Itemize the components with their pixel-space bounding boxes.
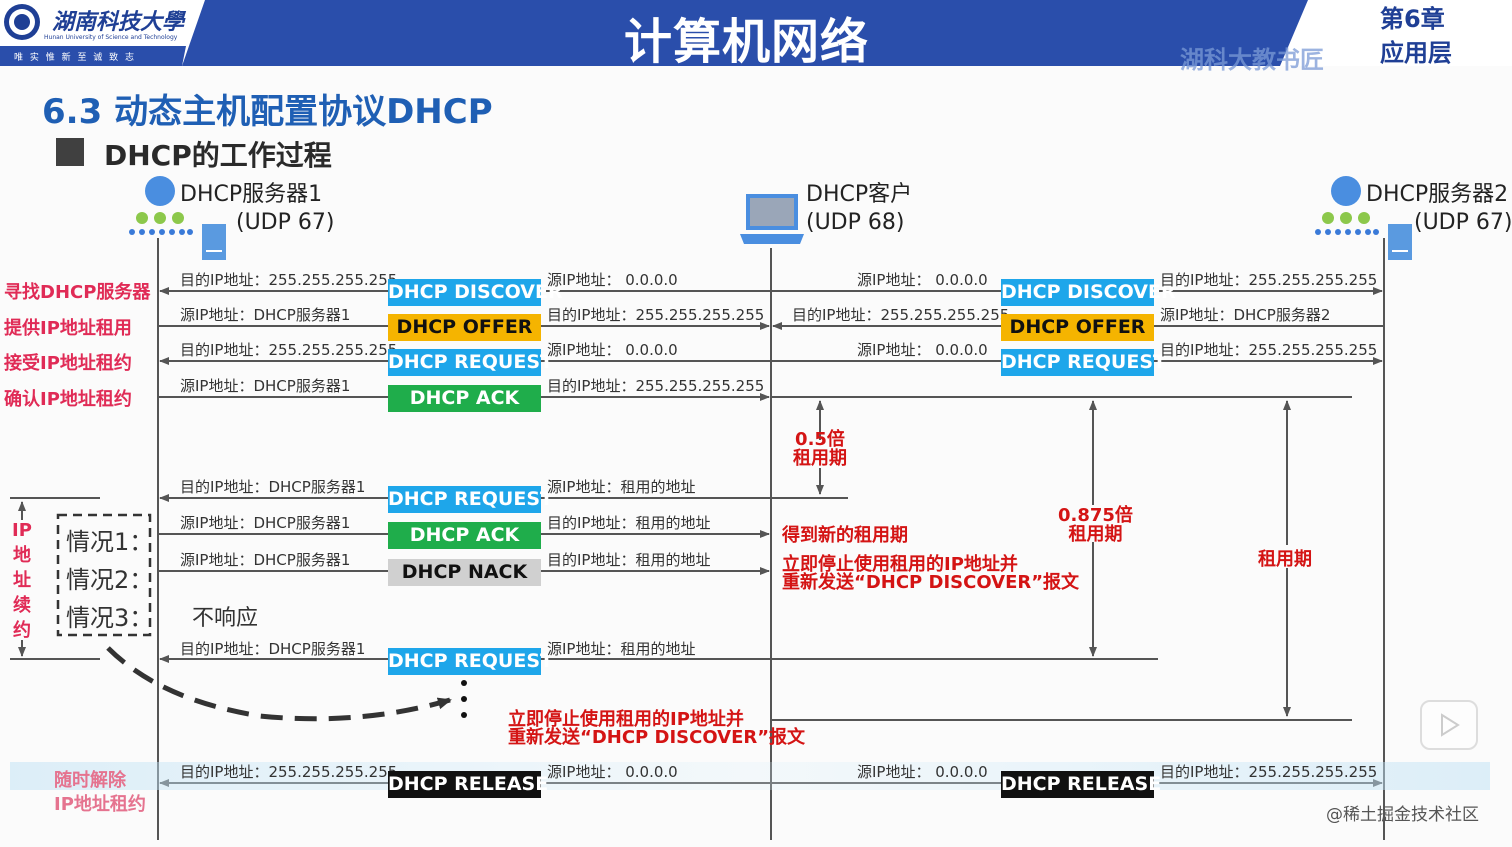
header-watermark: 湖科大教书匠 <box>1180 46 1324 74</box>
msg-offer-1: DHCP OFFER <box>388 314 541 341</box>
label-src-zero: 源IP地址： 0.0.0.0 <box>547 763 678 781</box>
server1-network-icon <box>129 176 226 260</box>
label-src-server1: 源IP地址：DHCP服务器1 <box>180 514 351 532</box>
note-new-lease: 得到新的租用期 <box>782 525 908 546</box>
msg-release-2: DHCP RELEASE <box>1001 771 1161 798</box>
server2-port: (UDP 67) <box>1414 210 1512 235</box>
label-dst-server1: 目的IP地址：DHCP服务器1 <box>180 478 366 496</box>
label-dst-broadcast: 目的IP地址：255.255.255.255 <box>180 271 398 289</box>
msg-request-retry: DHCP REQUEST <box>388 648 553 675</box>
label-dst-broadcast: 目的IP地址：255.255.255.255 <box>1160 763 1378 781</box>
ip-renewal-char: IP <box>12 520 32 541</box>
msg-renew-nack: DHCP NACK <box>388 559 541 586</box>
footer-watermark: @稀土掘金技术社区 <box>1326 805 1479 825</box>
label-dst-leased: 目的IP地址：租用的地址 <box>547 514 711 532</box>
label-dst-broadcast: 目的IP地址：255.255.255.255 <box>547 377 765 395</box>
msg-renew-ack: DHCP ACK <box>388 522 541 549</box>
label-src-server1: 源IP地址：DHCP服务器1 <box>180 377 351 395</box>
ip-renewal-label: IP 地 址 续 约 <box>9 518 35 643</box>
ip-renewal-char: 续 <box>13 595 31 616</box>
play-button[interactable] <box>1420 700 1478 750</box>
ip-renewal-char: 地 <box>13 545 31 566</box>
release-label: 随时解除 IP地址租约 <box>54 769 146 817</box>
msg-release-1: DHCP RELEASE <box>388 771 548 798</box>
release-band <box>10 762 1490 790</box>
note-stop-rediscover: 立即停止使用租用的IP地址并 重新发送“DHCP DISCOVER”报文 <box>782 554 1080 593</box>
label-src-leased: 源IP地址：租用的地址 <box>547 640 696 658</box>
note-lease: 租用期 <box>1258 549 1312 570</box>
msg-discover-1: DHCP DISCOVER <box>388 279 563 306</box>
step-offer-label: 提供IP地址租用 <box>4 318 132 339</box>
release-label-line1: 随时解除 <box>54 770 126 791</box>
note-875-lease: 0.875倍 租用期 <box>1058 505 1133 545</box>
msg-request-2: DHCP REQUEST <box>1001 349 1166 376</box>
note-half-lease: 0.5倍 租用期 <box>793 429 847 469</box>
label-src-zero: 源IP地址： 0.0.0.0 <box>547 271 678 289</box>
case1-label: 情况1： <box>66 528 154 556</box>
msg-offer-2: DHCP OFFER <box>1001 314 1154 341</box>
client-port: (UDP 68) <box>806 210 905 235</box>
step-discover-label: 寻找DHCP服务器 <box>4 282 151 303</box>
label-dst-broadcast: 目的IP地址：255.255.255.255 <box>792 306 1010 324</box>
step-request-label: 接受IP地址租约 <box>4 353 132 374</box>
msg-discover-2: DHCP DISCOVER <box>1001 279 1176 306</box>
label-src-leased: 源IP地址：租用的地址 <box>547 478 696 496</box>
university-name: 湖南科技大學 <box>52 9 185 35</box>
server1-port: (UDP 67) <box>236 210 335 235</box>
label-src-zero: 源IP地址： 0.0.0.0 <box>857 341 988 359</box>
label-dst-broadcast: 目的IP地址：255.255.255.255 <box>547 306 765 324</box>
no-response-label: 不响应 <box>192 606 259 631</box>
label-dst-broadcast: 目的IP地址：255.255.255.255 <box>180 763 398 781</box>
case2-label: 情况2： <box>66 566 154 594</box>
chapter-number: 第6章 <box>1380 5 1445 33</box>
play-icon <box>1441 713 1460 737</box>
msg-ack-1: DHCP ACK <box>388 385 541 412</box>
msg-request-1: DHCP REQUEST <box>388 349 553 376</box>
note-stop-rediscover-2: 立即停止使用租用的IP地址并 重新发送“DHCP DISCOVER”报文 <box>508 709 806 748</box>
label-dst-server1: 目的IP地址：DHCP服务器1 <box>180 640 366 658</box>
label-src-server1: 源IP地址：DHCP服务器1 <box>180 551 351 569</box>
case3-label: 情况3： <box>66 604 154 632</box>
label-src-server2: 源IP地址：DHCP服务器2 <box>1160 306 1331 324</box>
label-dst-broadcast: 目的IP地址：255.255.255.255 <box>1160 271 1378 289</box>
server1-name: DHCP服务器1 <box>180 182 323 207</box>
header-bar <box>0 0 1512 66</box>
university-motto: 唯 实 惟 新 至 诚 致 志 <box>14 53 137 63</box>
client-name: DHCP客户 <box>806 182 913 207</box>
ip-renewal-char: 约 <box>13 620 31 641</box>
label-src-zero: 源IP地址： 0.0.0.0 <box>857 763 988 781</box>
university-english-name: Hunan University of Science and Technolo… <box>44 34 178 41</box>
label-src-zero: 源IP地址： 0.0.0.0 <box>547 341 678 359</box>
server2-name: DHCP服务器2 <box>1366 182 1509 207</box>
server2-network-icon <box>1315 176 1412 260</box>
msg-renew-request: DHCP REQUEST <box>388 486 553 513</box>
course-title: 计算机网络 <box>624 14 870 70</box>
label-dst-broadcast: 目的IP地址：255.255.255.255 <box>180 341 398 359</box>
label-src-zero: 源IP地址： 0.0.0.0 <box>857 271 988 289</box>
label-dst-broadcast: 目的IP地址：255.255.255.255 <box>1160 341 1378 359</box>
client-laptop-icon <box>740 194 804 244</box>
section-subtitle: DHCP的工作过程 <box>104 139 332 172</box>
bullet-square <box>56 138 84 166</box>
label-dst-leased: 目的IP地址：租用的地址 <box>547 551 711 569</box>
step-ack-label: 确认IP地址租约 <box>4 389 132 410</box>
ip-renewal-char: 址 <box>13 570 31 591</box>
chapter-label: 第6章 应用层 <box>1380 2 1452 70</box>
label-src-server1: 源IP地址：DHCP服务器1 <box>180 306 351 324</box>
section-title: 6.3 动态主机配置协议DHCP <box>42 92 493 132</box>
chapter-name: 应用层 <box>1380 39 1452 67</box>
release-label-line2: IP地址租约 <box>54 794 146 815</box>
